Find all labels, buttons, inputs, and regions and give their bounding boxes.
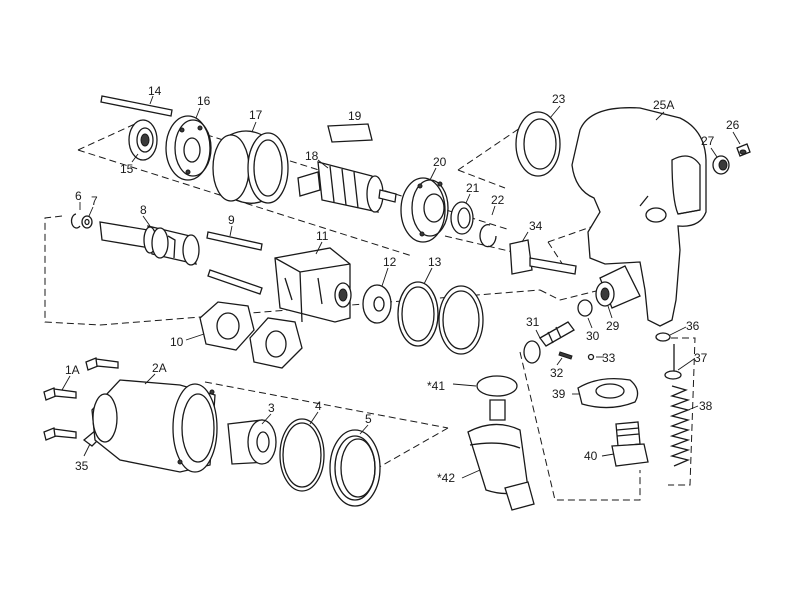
part-labels: 14 16 17 19 15 18 20 23 25A 26 27 21 22 … [65,84,740,485]
label-27: 27 [701,134,715,148]
label-33: 33 [602,351,616,365]
label-36: 36 [686,319,700,333]
part-6-clip [70,213,81,229]
part-26-screw [736,143,751,157]
label-9: 9 [228,213,235,227]
label-2a: 2A [152,361,167,375]
part-29-valve-sleeve [595,265,641,309]
part-2a-hammer-case [91,379,218,473]
label-25a: 25A [653,98,674,112]
label-1a: 1A [65,363,80,377]
label-13: 13 [428,255,442,269]
part-8-anvil [99,221,200,266]
label-16: 16 [197,94,211,108]
label-17: 17 [249,108,263,122]
label-8: 8 [140,203,147,217]
part-25a-housing [571,107,707,327]
part-7-washer [81,215,93,229]
label-10: 10 [170,335,184,349]
part-14-pin [100,95,173,117]
part-23-gasket [515,111,561,177]
label-6: 6 [75,189,82,203]
part-10-hammers [199,301,303,369]
label-31: 31 [526,315,540,329]
part-3-bushing [227,419,277,465]
part-19-rotor-blade [327,123,373,143]
label-21: 21 [466,181,480,195]
part-33-ball [587,353,595,361]
label-19: 19 [348,109,362,123]
part-37-valve-stem [664,344,682,380]
label-5: 5 [365,412,372,426]
part-34-reverse-valve [509,239,577,275]
part-13-gaskets [397,281,484,355]
part-22-retaining-clip [479,224,497,248]
label-38: 38 [699,399,713,413]
label-11: 11 [316,229,329,243]
label-22: 22 [491,193,505,207]
label-23: 23 [552,92,566,106]
part-18-rotor [297,161,397,213]
part-41-o-ring [476,375,518,397]
label-7: 7 [91,194,98,208]
part-21-bearing [450,201,474,235]
label-37: 37 [694,351,708,365]
part-17-cylinder [212,130,289,204]
label-26: 26 [726,118,740,132]
part-4-o-ring [279,418,325,492]
part-36-washer [655,332,671,342]
label-35: 35 [75,459,89,473]
label-3: 3 [268,401,275,415]
part-27-nut [712,155,730,175]
part-16-end-plate [165,115,212,181]
leader-lines [61,95,741,479]
label-34: 34 [529,219,543,233]
part-39-regulator [577,377,639,409]
label-12: 12 [383,255,397,269]
part-5-gasket [329,429,381,507]
label-41: *41 [427,379,445,393]
label-29: 29 [606,319,620,333]
part-11-hammer-cage [274,247,352,323]
label-20: 20 [433,155,447,169]
part-15-bearing [128,119,158,161]
label-15: 15 [120,162,134,176]
part-9-pins [206,231,263,295]
part-40-inlet-bushing [611,421,649,467]
label-14: 14 [148,84,162,98]
label-32: 32 [550,366,564,380]
label-30: 30 [586,329,600,343]
part-30-o-ring [577,299,593,317]
part-32-pin [558,351,573,360]
label-40: 40 [584,449,598,463]
part-42-swivel-fitting [467,399,535,511]
part-20-rear-plate [400,177,449,243]
part-1a-screws [43,357,119,441]
label-18: 18 [305,149,319,163]
label-42: *42 [437,471,455,485]
label-4: 4 [315,399,322,413]
label-39: 39 [552,387,566,401]
part-12-washer [362,284,392,324]
part-31-trigger [523,321,575,364]
part-38-spring [669,385,691,467]
